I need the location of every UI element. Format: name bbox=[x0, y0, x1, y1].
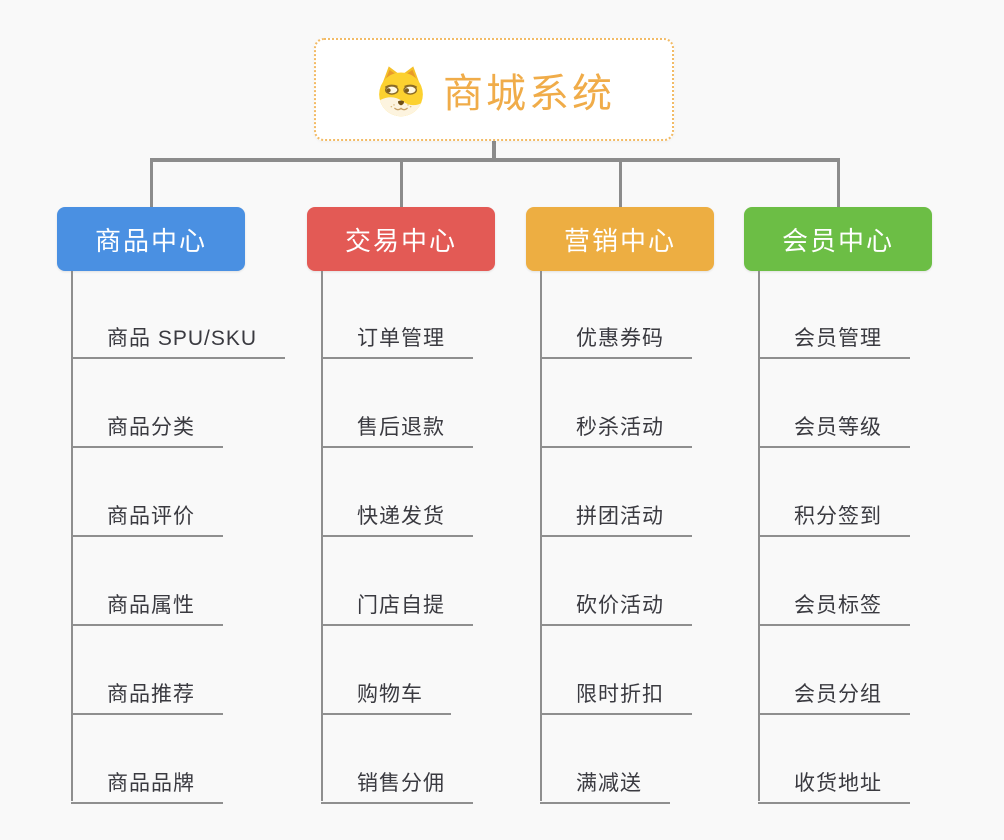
branch-marketing-center[interactable]: 营销中心 bbox=[526, 207, 714, 271]
topic-label: 销售分佣 bbox=[357, 772, 445, 795]
topic-label: 售后退款 bbox=[357, 416, 445, 439]
topic-item[interactable]: 优惠券码 bbox=[540, 314, 692, 359]
topic-item[interactable]: 会员管理 bbox=[758, 314, 910, 359]
topic-item[interactable]: 销售分佣 bbox=[321, 759, 473, 804]
branch-product-center[interactable]: 商品中心 bbox=[57, 207, 245, 271]
connector-branch-drop bbox=[150, 160, 153, 207]
topic-item[interactable]: 拼团活动 bbox=[540, 492, 692, 537]
topic-item[interactable]: 积分签到 bbox=[758, 492, 910, 537]
topic-label: 满减送 bbox=[576, 772, 642, 795]
topic-item[interactable]: 商品 SPU/SKU bbox=[71, 314, 286, 359]
topic-label: 商品 SPU/SKU bbox=[107, 327, 258, 350]
topic-label: 商品分类 bbox=[107, 416, 195, 439]
topic-item[interactable]: 收货地址 bbox=[758, 759, 910, 804]
topic-label: 商品属性 bbox=[107, 594, 195, 617]
topic-label: 商品评价 bbox=[107, 505, 195, 528]
root-topic-title: 商城系统 bbox=[443, 71, 615, 116]
topic-label: 砍价活动 bbox=[576, 594, 664, 617]
topic-item[interactable]: 门店自提 bbox=[321, 581, 473, 626]
branch-label: 商品中心 bbox=[94, 225, 207, 256]
branch-member-center[interactable]: 会员中心 bbox=[744, 207, 932, 271]
topic-item[interactable]: 满减送 bbox=[540, 759, 670, 804]
topic-item[interactable]: 秒杀活动 bbox=[540, 403, 692, 448]
connector-branch-drop bbox=[619, 160, 622, 207]
connector-bus bbox=[150, 158, 840, 162]
root-topic[interactable]: 商城系统 bbox=[314, 38, 674, 141]
topic-item[interactable]: 砍价活动 bbox=[540, 581, 692, 626]
topic-label: 门店自提 bbox=[357, 594, 445, 617]
topic-label: 购物车 bbox=[357, 683, 423, 706]
topic-label: 拼团活动 bbox=[576, 505, 664, 528]
branch-trade-center[interactable]: 交易中心 bbox=[307, 207, 495, 271]
branch-label: 交易中心 bbox=[344, 225, 457, 256]
topic-item[interactable]: 商品属性 bbox=[71, 581, 223, 626]
topic-item[interactable]: 商品推荐 bbox=[71, 670, 223, 715]
dog-face-icon bbox=[379, 65, 423, 116]
topic-item[interactable]: 会员等级 bbox=[758, 403, 910, 448]
topic-item[interactable]: 售后退款 bbox=[321, 403, 473, 448]
topic-item[interactable]: 商品品牌 bbox=[71, 759, 223, 804]
topic-item[interactable]: 会员分组 bbox=[758, 670, 910, 715]
topic-item[interactable]: 订单管理 bbox=[321, 314, 473, 359]
topic-item[interactable]: 快递发货 bbox=[321, 492, 473, 537]
topic-item[interactable]: 商品分类 bbox=[71, 403, 223, 448]
topic-label: 限时折扣 bbox=[576, 683, 664, 706]
topic-label: 快递发货 bbox=[357, 505, 445, 528]
topic-label: 优惠券码 bbox=[576, 327, 664, 350]
connector-root-drop bbox=[492, 141, 496, 161]
topic-label: 会员标签 bbox=[794, 594, 882, 617]
topic-label: 秒杀活动 bbox=[576, 416, 664, 439]
topic-label: 商品品牌 bbox=[107, 772, 195, 795]
topic-label: 会员等级 bbox=[794, 416, 882, 439]
topic-label: 订单管理 bbox=[357, 327, 445, 350]
topic-item[interactable]: 商品评价 bbox=[71, 492, 223, 537]
topic-item[interactable]: 会员标签 bbox=[758, 581, 910, 626]
connector-branch-drop bbox=[837, 160, 840, 207]
topic-item[interactable]: 限时折扣 bbox=[540, 670, 692, 715]
topic-label: 积分签到 bbox=[794, 505, 882, 528]
topic-label: 会员管理 bbox=[794, 327, 882, 350]
topic-label: 收货地址 bbox=[794, 772, 882, 795]
connector-branch-drop bbox=[400, 160, 403, 207]
branch-label: 会员中心 bbox=[781, 225, 894, 256]
branch-label: 营销中心 bbox=[563, 225, 676, 256]
topic-label: 商品推荐 bbox=[107, 683, 195, 706]
topic-item[interactable]: 购物车 bbox=[321, 670, 451, 715]
topic-label: 会员分组 bbox=[794, 683, 882, 706]
